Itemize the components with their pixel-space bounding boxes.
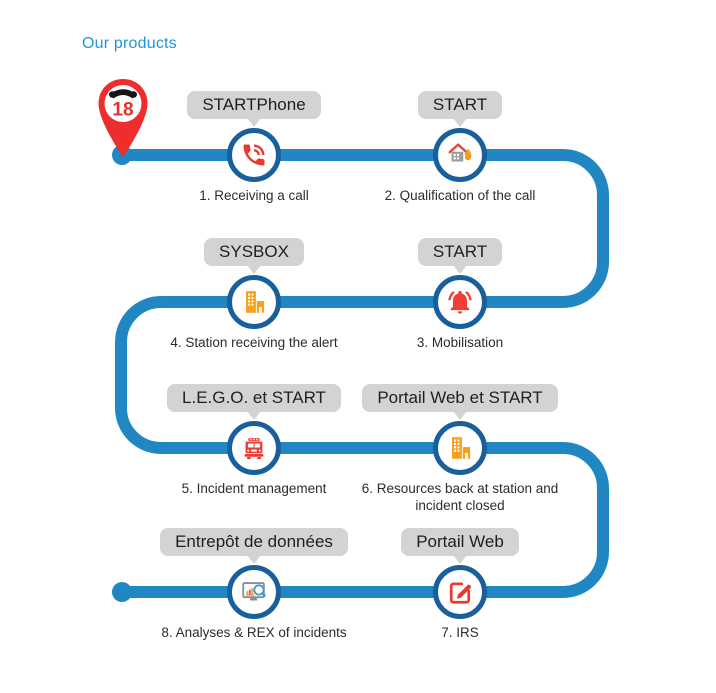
product-bubble: Portail Web et START bbox=[362, 384, 558, 420]
step-node bbox=[433, 275, 487, 329]
fire-truck-icon bbox=[239, 433, 269, 463]
step-node bbox=[433, 565, 487, 619]
product-label: START bbox=[432, 242, 488, 261]
phone-handset-icon bbox=[109, 89, 137, 99]
step-caption: 1. Receiving a call bbox=[199, 188, 309, 203]
alarm-bell-icon bbox=[446, 288, 474, 316]
product-bubble: SYSBOX bbox=[204, 238, 304, 274]
step-3: START 3. Mobilisation bbox=[330, 238, 590, 351]
bubble-tail bbox=[246, 411, 261, 420]
location-pin: 18 bbox=[98, 79, 148, 157]
step-caption: 5. Incident management bbox=[181, 481, 327, 496]
step-node bbox=[227, 421, 281, 475]
step-node bbox=[227, 275, 281, 329]
product-bubble: START bbox=[417, 91, 503, 127]
product-label: STARTPhone bbox=[202, 95, 306, 114]
product-label: Portail Web et START bbox=[377, 388, 543, 407]
product-label: SYSBOX bbox=[219, 242, 289, 261]
step-node bbox=[433, 421, 487, 475]
bubble-tail bbox=[246, 555, 261, 564]
step-2: START 2. Qualification of the call bbox=[330, 91, 590, 204]
bubble-tail bbox=[246, 265, 261, 274]
product-bubble: L.E.G.O. et START bbox=[167, 384, 341, 420]
step-node bbox=[433, 128, 487, 182]
product-bubble: Entrepôt de données bbox=[160, 528, 348, 564]
page-title: Our products bbox=[82, 35, 177, 52]
step-caption: 6. Resources back at station and inciden… bbox=[361, 481, 559, 513]
bubble-tail bbox=[453, 555, 467, 564]
step-caption: 8. Analyses & REX of incidents bbox=[161, 625, 347, 640]
station-buildings-icon bbox=[445, 433, 475, 463]
bubble-tail bbox=[453, 411, 467, 420]
house-fire-icon bbox=[445, 140, 475, 170]
bubble-tail bbox=[453, 118, 467, 127]
step-caption: 3. Mobilisation bbox=[416, 335, 504, 350]
edit-report-icon bbox=[446, 578, 474, 606]
step-8: Entrepôt de données 8. Analyses & REX of… bbox=[124, 528, 384, 641]
product-label: START bbox=[432, 95, 488, 114]
product-label: Portail Web bbox=[416, 532, 504, 551]
step-1: STARTPhone 1. Receiving a call bbox=[124, 91, 384, 204]
step-node bbox=[227, 128, 281, 182]
pin-label: 18 bbox=[112, 100, 133, 121]
step-4: SYSBOX 4. Station rec bbox=[124, 238, 384, 351]
product-bubble: Portail Web bbox=[401, 528, 519, 564]
product-bubble: STARTPhone bbox=[187, 91, 321, 127]
step-6: Portail Web et START bbox=[330, 384, 590, 514]
analytics-monitor-icon bbox=[239, 577, 269, 607]
step-caption: 2. Qualification of the call bbox=[384, 188, 536, 203]
flow-line bbox=[115, 149, 609, 598]
product-bubble: START bbox=[417, 238, 503, 274]
step-caption: 4. Station receiving the alert bbox=[170, 335, 338, 350]
station-buildings-icon bbox=[239, 287, 269, 317]
step-5: L.E.G.O. et START bbox=[124, 384, 384, 497]
bubble-tail bbox=[247, 118, 261, 127]
step-node bbox=[227, 565, 281, 619]
product-label: L.E.G.O. et START bbox=[182, 388, 326, 407]
flow-end-dot bbox=[112, 582, 132, 602]
step-caption: 7. IRS bbox=[441, 625, 479, 640]
product-label: Entrepôt de données bbox=[175, 532, 333, 551]
step-7: Portail Web 7. IRS bbox=[330, 528, 590, 641]
bubble-tail bbox=[453, 265, 467, 274]
phone-call-icon bbox=[240, 141, 268, 169]
